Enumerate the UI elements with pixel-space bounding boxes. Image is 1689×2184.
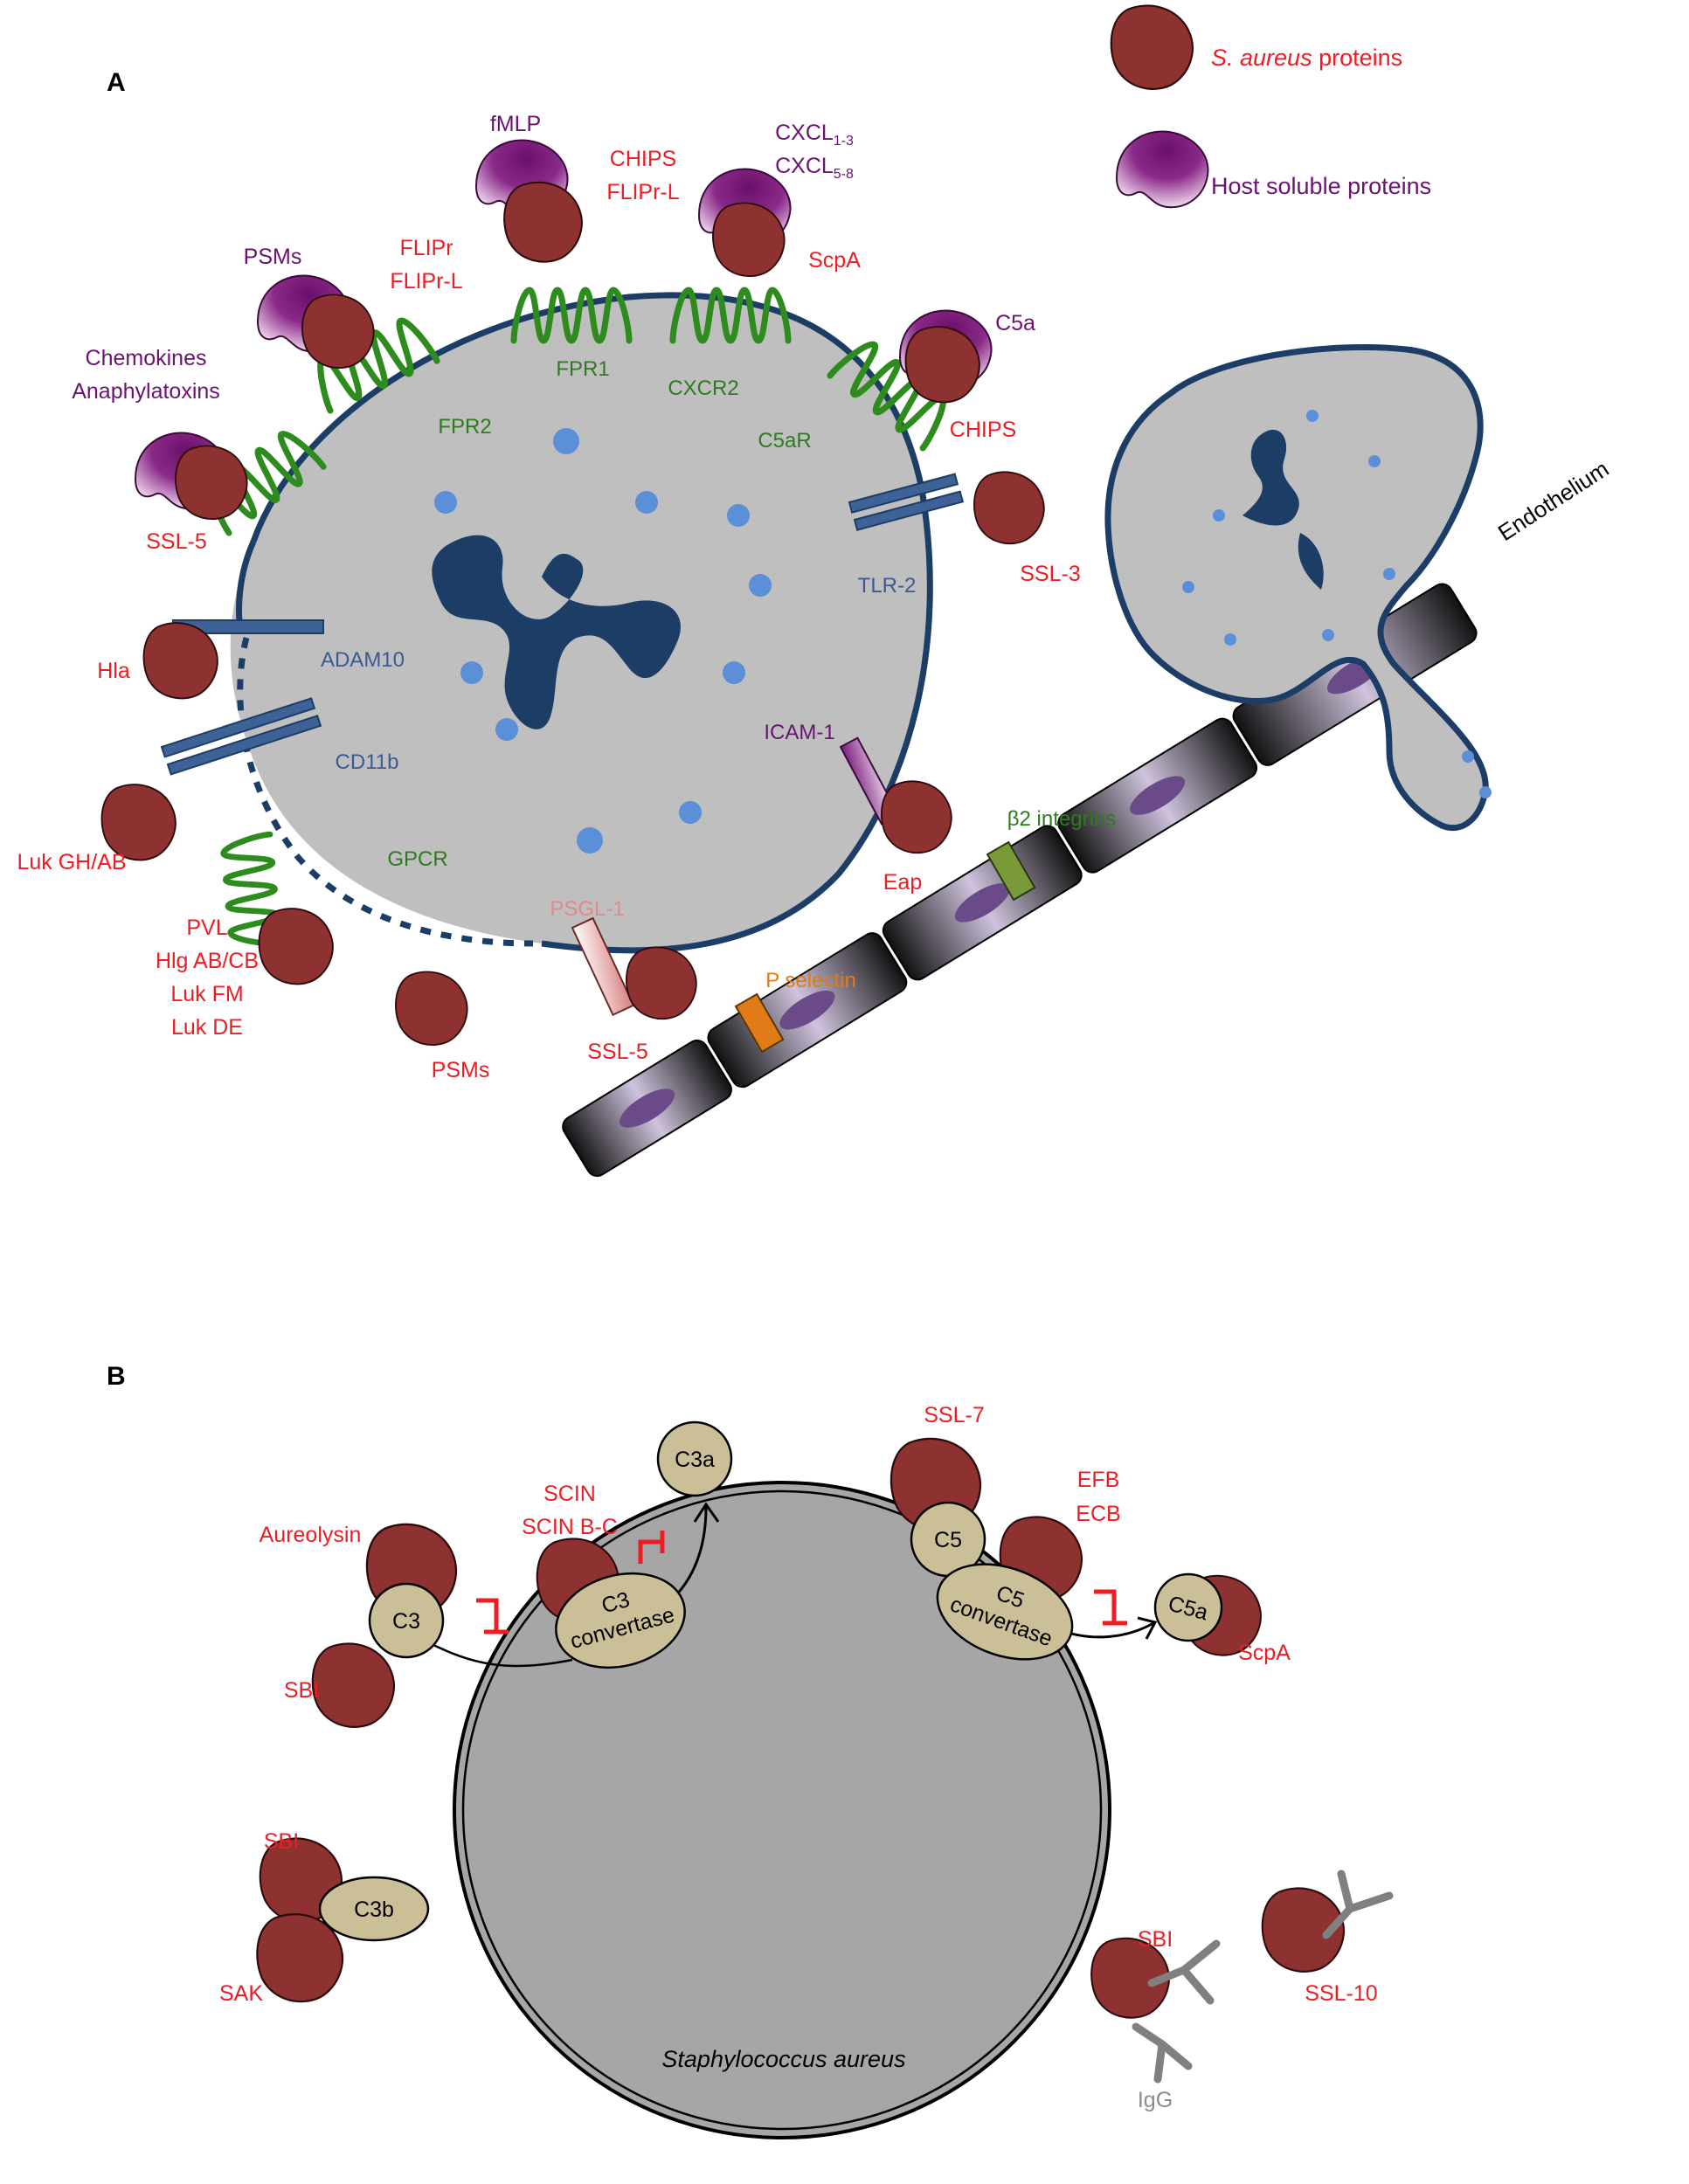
label-psms-host: PSMs bbox=[244, 245, 302, 269]
label-cxcl1: CXCL1-3 bbox=[775, 121, 854, 149]
label-b2-integrins: β2 integrins bbox=[1007, 807, 1117, 831]
scpa-protein bbox=[712, 202, 786, 278]
endothelium-label: Endothelium bbox=[1493, 455, 1614, 546]
label-ssl5-bottom: SSL-5 bbox=[587, 1040, 647, 1064]
psgl1-molecule bbox=[571, 916, 635, 1017]
c3-pathway-line bbox=[427, 1641, 573, 1668]
inhibition-c3a bbox=[638, 1531, 665, 1564]
hla-protein bbox=[142, 622, 218, 700]
label-fpr2: FPR2 bbox=[438, 415, 491, 439]
label-flipr-l: FLIPr-L bbox=[390, 269, 462, 294]
label-lukde: Luk DE bbox=[171, 1015, 243, 1040]
neutrophil-cell bbox=[230, 292, 933, 954]
c3a-molecule bbox=[656, 1420, 733, 1497]
label-psms-bottom: PSMs bbox=[432, 1058, 490, 1082]
label-aureolysin: Aureolysin bbox=[260, 1523, 362, 1547]
panel-b-label: B bbox=[107, 1362, 126, 1391]
label-ecb: ECB bbox=[1076, 1502, 1120, 1526]
c5a-molecule bbox=[1153, 1572, 1223, 1642]
label-bacterium: Staphylococcus aureus bbox=[661, 2046, 905, 2072]
tlr2-receptor bbox=[848, 473, 965, 531]
label-sak: SAK bbox=[219, 1981, 263, 2006]
label-pvl: PVL bbox=[186, 916, 227, 940]
label-eap: Eap bbox=[883, 870, 922, 895]
flipr-protein bbox=[301, 294, 375, 370]
label-ssl5-left: SSL-5 bbox=[146, 529, 206, 554]
c3-convertase bbox=[555, 1572, 686, 1669]
legend-staph-shape bbox=[1110, 4, 1194, 90]
label-c5a-host: C5a bbox=[995, 311, 1035, 335]
label-hlg: Hlg AB/CB bbox=[156, 949, 259, 973]
label-sbi-c3b: SBI bbox=[264, 1829, 299, 1854]
label-flipr: FLIPr bbox=[399, 236, 453, 260]
ssl3-protein bbox=[973, 471, 1045, 545]
label-cxcr2: CXCR2 bbox=[668, 377, 738, 400]
igg-antibody-2 bbox=[1322, 1870, 1394, 1939]
c3-molecule bbox=[368, 1582, 445, 1659]
label-c5ar: C5aR bbox=[758, 429, 811, 453]
c3a-arrow bbox=[671, 1506, 708, 1600]
label-ssl3: SSL-3 bbox=[1020, 562, 1080, 586]
label-c3b: C3b bbox=[354, 1897, 394, 1922]
label-chips-right: CHIPS bbox=[950, 418, 1016, 442]
pvl-protein bbox=[258, 908, 334, 985]
sbi-c3-protein bbox=[311, 1642, 395, 1728]
label-scin-bc: SCIN B-C bbox=[522, 1515, 618, 1539]
label-flipr-l-top: FLIPr-L bbox=[606, 180, 679, 204]
panel-a-label: A bbox=[107, 68, 126, 97]
label-luk-ghab: Luk GH/AB bbox=[17, 850, 126, 874]
legend-staph-label: S. aureus proteins bbox=[1211, 45, 1402, 71]
luk-ghab-protein bbox=[100, 784, 177, 861]
c3b-molecule bbox=[318, 1876, 430, 1942]
c5a-arrowhead bbox=[1137, 1616, 1158, 1640]
c5-convertase bbox=[936, 1563, 1074, 1661]
label-icam1: ICAM-1 bbox=[764, 721, 834, 744]
label-lukfm: Luk FM bbox=[170, 982, 243, 1006]
chips-flipr-protein bbox=[503, 181, 583, 263]
label-efb: EFB bbox=[1077, 1468, 1120, 1492]
label-psgl1: PSGL-1 bbox=[550, 897, 624, 921]
psms-protein bbox=[395, 971, 468, 1047]
legend-host-shape bbox=[1116, 130, 1209, 209]
inhibition-c5a bbox=[1094, 1589, 1127, 1626]
label-scpa-b: ScpA bbox=[1238, 1641, 1291, 1665]
label-fpr1: FPR1 bbox=[556, 357, 609, 381]
c3a-arrowhead bbox=[693, 1502, 720, 1523]
label-anaphylatoxins: Anaphylatoxins bbox=[72, 379, 220, 404]
eap-protein bbox=[881, 780, 952, 854]
label-c3a: C3a bbox=[675, 1448, 715, 1472]
label-scpa: ScpA bbox=[808, 248, 861, 273]
label-fmlp: fMLP bbox=[490, 112, 541, 136]
label-p-selectin: P selectin bbox=[765, 969, 856, 992]
label-tlr2: TLR-2 bbox=[858, 574, 917, 598]
label-igg: IgG bbox=[1138, 2088, 1173, 2112]
ssl5-bottom-protein bbox=[626, 946, 697, 1020]
legend-host-label: Host soluble proteins bbox=[1211, 173, 1431, 199]
label-sbi-c3: SBI bbox=[284, 1678, 319, 1703]
legend: S. aureus proteins Host soluble proteins bbox=[1110, 4, 1431, 209]
label-scin: SCIN bbox=[543, 1482, 596, 1506]
ssl5-left-protein bbox=[175, 445, 248, 521]
inhibition-c3 bbox=[476, 1598, 509, 1635]
label-chips-top: CHIPS bbox=[610, 147, 676, 171]
b2-integrin-molecule bbox=[986, 840, 1036, 902]
label-c5: C5 bbox=[934, 1528, 962, 1552]
label-sbi-igg: SBI bbox=[1138, 1927, 1173, 1952]
label-gpcr: GPCR bbox=[387, 847, 447, 871]
label-ssl7: SSL-7 bbox=[924, 1403, 984, 1427]
igg-antibody-1 bbox=[1132, 1939, 1221, 2084]
chips-protein bbox=[904, 326, 980, 404]
label-ssl10: SSL-10 bbox=[1305, 1981, 1377, 2006]
label-chemokines: Chemokines bbox=[86, 346, 207, 370]
label-cxcl2: CXCL5-8 bbox=[775, 154, 854, 182]
label-adam10: ADAM10 bbox=[321, 648, 405, 672]
label-c3: C3 bbox=[392, 1609, 420, 1634]
p-selectin-molecule bbox=[734, 992, 785, 1054]
migrating-cell bbox=[1104, 343, 1492, 832]
label-cd11b: CD11b bbox=[336, 750, 399, 774]
label-hla: Hla bbox=[97, 659, 130, 683]
cd11b-receptor bbox=[160, 697, 322, 776]
